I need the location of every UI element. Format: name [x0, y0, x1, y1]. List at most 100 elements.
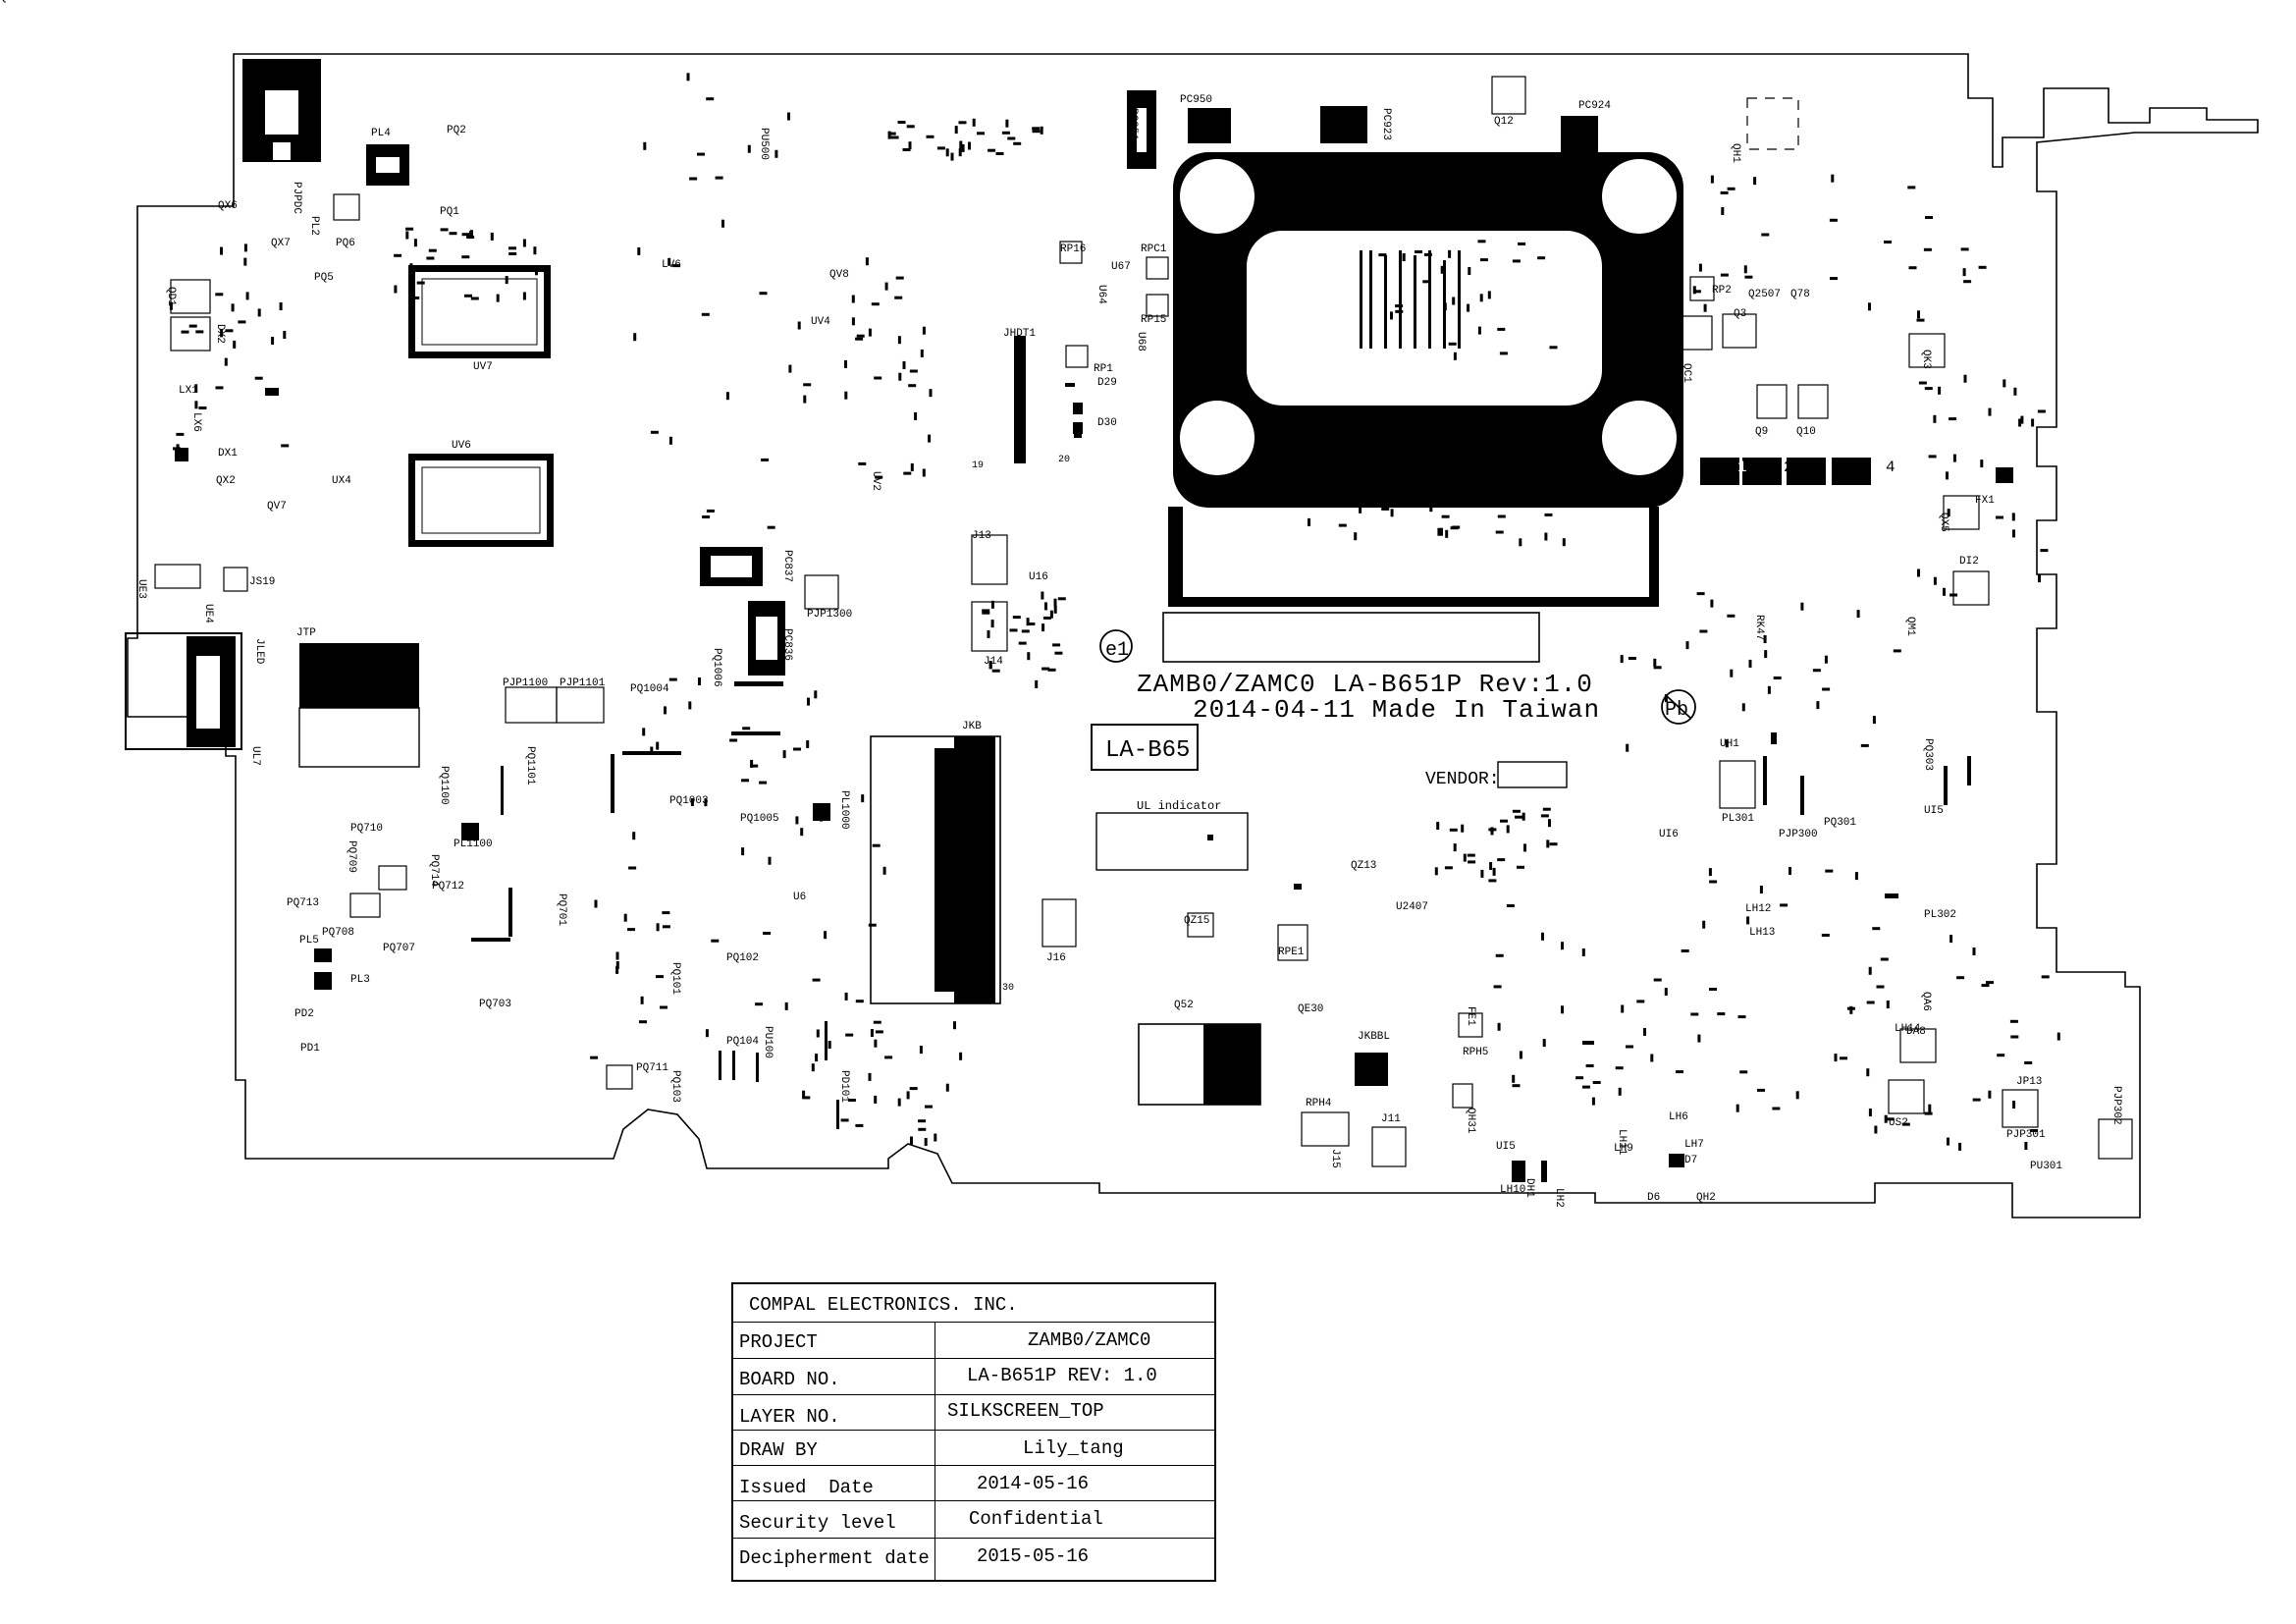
passive-mark [1053, 605, 1057, 614]
passive-mark [257, 308, 261, 317]
refdes-label: Q52 [1174, 1000, 1194, 1011]
passive-mark [908, 141, 912, 150]
passive-mark [884, 282, 888, 291]
refdes-label: JHDT1 [1003, 328, 1036, 340]
refdes-label: UE3 [135, 579, 147, 599]
refdes-label: QE30 [1298, 1003, 1323, 1015]
passive-mark [1854, 872, 1858, 881]
passive-mark [1709, 880, 1718, 884]
passive-mark [1972, 1098, 1981, 1102]
passive-mark [1918, 381, 1927, 385]
refdes-label: DA8 [1906, 1026, 1926, 1038]
refdes-label: QC1 [1681, 363, 1692, 383]
refdes-label: LH2 [1553, 1188, 1565, 1208]
board-title-line1: ZAMB0/ZAMC0 LA-B651P Rev:1.0 [1137, 670, 1593, 699]
passive-mark [176, 444, 180, 453]
refdes-label: UE4 [202, 604, 214, 623]
passive-mark [759, 292, 768, 296]
passive-mark [884, 1056, 893, 1059]
refdes-label: PD1 [300, 1043, 320, 1055]
passive-mark [784, 1001, 788, 1010]
passive-mark [919, 1046, 923, 1055]
passive-mark [1761, 233, 1770, 237]
passive-mark [1390, 311, 1393, 320]
jp13-box [1888, 1079, 1925, 1114]
refdes-label: PQ713 [287, 897, 319, 909]
passive-mark [1548, 819, 1551, 828]
dc-jack-pjpdc [242, 59, 321, 162]
refdes-label: PQ1 [440, 206, 459, 218]
passive-mark [918, 1127, 927, 1131]
passive-mark [1960, 247, 1969, 251]
passive-mark [1497, 858, 1506, 862]
refdes-label: PQ2 [447, 125, 466, 136]
passive-mark [855, 1000, 864, 1003]
passive-mark [405, 227, 414, 231]
passive-mark [711, 939, 720, 943]
refdes-label: QH1 [1730, 143, 1741, 163]
passive-mark [706, 97, 715, 101]
passive-mark [2010, 1035, 2019, 1039]
passive-mark [1821, 934, 1830, 937]
passive-mark [1997, 1054, 2005, 1057]
title-block-divider [733, 1322, 1214, 1323]
passive-mark [961, 143, 965, 152]
passive-mark [198, 406, 207, 409]
passive-mark [2038, 574, 2041, 583]
inductor-pl4 [366, 144, 409, 186]
passive-mark [1829, 218, 1838, 222]
passive-mark [1546, 839, 1550, 848]
passive-mark [220, 329, 224, 338]
passive-mark [1477, 326, 1481, 335]
passive-mark [1773, 677, 1782, 679]
passive-mark [1032, 127, 1041, 131]
passive-mark [1917, 310, 1920, 319]
passive-mark [1963, 280, 1972, 284]
refdes-label: PQ303 [1922, 738, 1934, 771]
passive-mark [1690, 1012, 1699, 1016]
passive-mark [844, 391, 848, 400]
passive-mark [632, 832, 636, 840]
passive-mark [847, 1099, 856, 1102]
row-key-draw-by: DRAW BY [739, 1439, 818, 1461]
passive-mark [590, 1056, 599, 1059]
passive-mark [1448, 342, 1457, 346]
passive-mark [958, 148, 962, 157]
row-value-security-level: Confidential [969, 1508, 1103, 1530]
passive-mark [768, 856, 772, 865]
refdes-label: QH31 [1465, 1108, 1476, 1134]
refdes-label: QX7 [271, 238, 291, 249]
passive-mark [1860, 743, 1869, 747]
passive-mark [1886, 1117, 1895, 1121]
passive-mark [1001, 131, 1010, 135]
passive-mark [1996, 515, 2003, 519]
chip-uv7 [408, 265, 551, 358]
refdes-label: PQ710 [350, 823, 383, 835]
passive-mark [788, 364, 792, 373]
passive-mark [2037, 409, 2046, 413]
passive-mark [763, 932, 772, 935]
passive-mark [2020, 415, 2024, 424]
refdes-label: U64 [1095, 285, 1107, 304]
passive-mark [895, 276, 904, 280]
passive-mark [1876, 985, 1885, 989]
passive-mark [1699, 629, 1708, 633]
refdes-label: DI2 [1959, 556, 1979, 568]
refdes-label: RP15 [1141, 314, 1166, 326]
refdes-label: LH10 [1500, 1184, 1525, 1196]
passive-mark [925, 1105, 933, 1109]
passive-mark [1440, 527, 1443, 536]
passive-mark [1027, 623, 1036, 625]
passive-mark [1621, 1004, 1625, 1013]
passive-mark [1035, 679, 1039, 688]
passive-mark [922, 326, 926, 335]
refdes-label: PU100 [762, 1026, 774, 1058]
passive-mark [1822, 687, 1831, 691]
passive-mark [750, 759, 754, 768]
passive-mark [195, 330, 204, 334]
pin-label: 1 [1737, 459, 1747, 476]
passive-mark [689, 177, 698, 181]
refdes-label: D30 [1097, 417, 1117, 429]
connector-jkb [870, 735, 1001, 1004]
